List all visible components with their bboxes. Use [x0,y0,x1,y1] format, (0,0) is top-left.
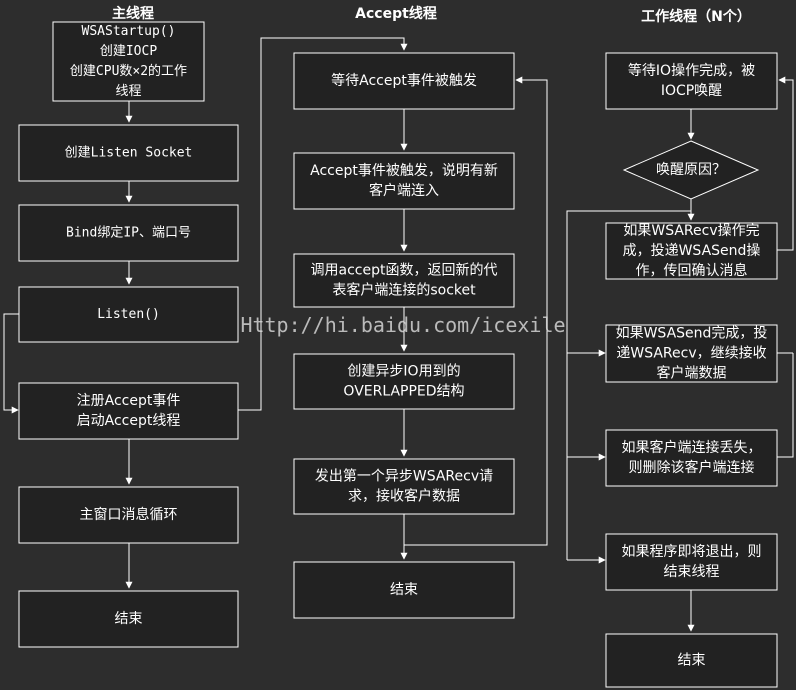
node-client-disconnect-label: 如果客户端连接丢失， [622,439,762,456]
node-post-first-recv-label: 发出第一个异步WSARecv请 [315,468,493,485]
node-send-done-box [605,324,778,383]
node-wake-reason-shape [622,140,760,200]
node-register-accept-label: 启动Accept线程 [77,413,181,429]
main-thread-title: 主线程 [112,5,154,22]
node-main-end-label: 结束 [115,611,143,627]
worker-thread-title: 工作线程（N个） [641,8,751,25]
node-wait-accept: 等待Accept事件被触发 [293,52,515,110]
node-create-listen-socket-box [18,124,239,182]
node-create-overlapped-box [293,353,515,410]
node-main-end: 结束 [18,590,239,648]
node-client-disconnect-box [605,429,778,487]
node-listen: Listen() [18,286,239,343]
node-wsastartup-label: 线程 [115,84,141,99]
node-post-first-recv-label: 求，接收客户数据 [348,488,460,505]
node-program-exit-label: 如果程序即将退出，则 [622,544,762,560]
node-wake-reason-label: 唤醒原因？ [656,161,726,178]
node-call-accept-label: 表客户端连接的socket [332,282,476,299]
node-call-accept-label: 调用accept函数，返回新的代 [311,263,498,279]
node-message-loop-box [18,486,239,544]
node-accept-end-label: 结束 [390,582,418,598]
node-accept-triggered-label: 客户端连入 [369,182,439,199]
node-listen-box [18,286,239,343]
node-message-loop: 主窗口消息循环 [18,486,239,544]
node-wsastartup-label: 创建CPU数×2的工作 [70,63,187,79]
node-recv-done-label: 作，传回确认消息 [636,262,748,279]
node-client-disconnect-label: 则删除该客户端连接 [629,459,755,476]
node-wsastartup-label: WSAStartup() [82,24,176,39]
node-wsastartup-box [52,21,205,102]
node-listen-label: Listen() [97,307,160,322]
node-send-done-label: 客户端数据 [657,365,727,382]
node-register-accept-label: 注册Accept事件 [77,393,181,409]
node-recv-done-box [605,222,778,280]
node-register-accept-box [18,382,239,440]
edge-decision-branch [566,210,691,560]
node-wake-reason: 唤醒原因？ [622,140,760,200]
node-bind-ip-port-box [18,204,239,262]
node-recv-done-label: 如果WSARecv操作完 [623,223,759,239]
edge-register-to-accept-thread [238,37,408,411]
edge-listen-to-register [3,313,20,414]
node-recv-done-label: 成，投递WSASend操 [623,243,761,259]
node-worker-end-box [605,633,778,688]
node-wsastartup-label: 创建IOCP [100,44,157,59]
node-wait-io-complete-label: IOCP唤醒 [661,82,722,99]
node-create-overlapped-label: 创建异步IO用到的 [347,364,460,380]
edge-worker-loop-back [777,76,794,251]
node-create-listen-socket: 创建Listen Socket [18,124,239,182]
node-create-overlapped: 创建异步IO用到的 OVERLAPPED结构 [293,353,515,410]
node-message-loop-label: 主窗口消息循环 [80,506,178,523]
node-accept-triggered-label: Accept事件被触发，说明有新 [310,163,498,179]
node-worker-end-label: 结束 [678,653,706,669]
node-main-end-box [18,590,239,648]
node-wait-io-complete-label: 等待IO操作完成，被 [628,62,755,79]
node-create-listen-socket-label: 创建Listen Socket [65,146,193,161]
watermark-text: Http://hi.baidu.com/icexile [240,313,565,337]
node-accept-end-box [293,561,515,619]
node-bind-ip-port: Bind绑定IP、端口号 [18,204,239,262]
node-wait-io-complete: 等待IO操作完成，被 IOCP唤醒 [605,52,778,110]
node-program-exit-box [605,533,778,591]
node-worker-end: 结束 [605,633,778,688]
node-wait-accept-box [293,52,515,110]
edge-disconnect-loop [777,353,794,458]
node-accept-triggered-box [293,152,515,210]
node-call-accept-box [293,253,515,308]
node-create-overlapped-label: OVERLAPPED结构 [343,384,464,400]
flow-edges [3,37,794,632]
node-program-exit-label: 结束线程 [664,564,720,580]
node-send-done-label: 递WSARecv，继续接收 [616,345,766,362]
node-send-done-label: 如果WSASend完成，投 [616,326,768,342]
node-bind-ip-port-label: Bind绑定IP、端口号 [66,226,191,241]
node-accept-end: 结束 [293,561,515,619]
edge-recv-loop-back [403,76,548,546]
node-wait-io-complete-box [605,52,778,110]
accept-thread-title: Accept线程 [355,5,437,22]
node-wait-accept-label: 等待Accept事件被触发 [331,72,477,89]
node-post-first-recv-box [293,458,515,515]
node-client-disconnect: 如果客户端连接丢失， 则删除该客户端连接 [605,429,778,487]
